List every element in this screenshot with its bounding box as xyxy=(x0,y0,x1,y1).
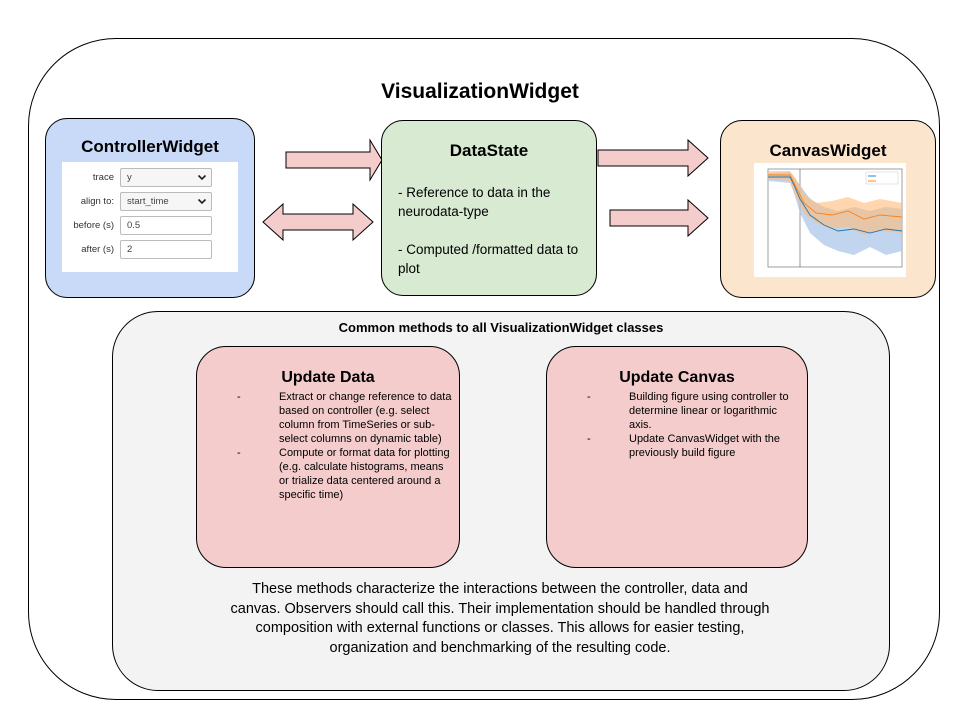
canvas-widget-title: CanvasWidget xyxy=(769,141,887,160)
update-data-title: Update Data xyxy=(281,369,375,386)
datastate-line-2: - Computed /formatted data to plot xyxy=(398,242,579,276)
arrow-datastate-to-canvas-top xyxy=(597,138,709,178)
trace-label: trace xyxy=(92,172,114,183)
update-canvas-box: Update Canvas -Building figure using con… xyxy=(546,346,808,568)
datastate-title: DataState xyxy=(449,141,529,160)
arrow-datastate-to-canvas-bottom xyxy=(609,198,709,238)
arrow-controller-to-datastate xyxy=(285,138,383,182)
after-input[interactable]: 2 xyxy=(120,240,212,259)
datastate-line-1: - Reference to data in the neurodata-typ… xyxy=(398,185,551,219)
trace-value: y xyxy=(127,172,132,183)
controller-panel: trace y align to: start_time before (s) … xyxy=(62,162,238,272)
after-value: 2 xyxy=(127,244,133,255)
align-select[interactable]: start_time xyxy=(120,192,212,211)
after-label: after (s) xyxy=(81,244,114,255)
before-label: before (s) xyxy=(73,220,114,231)
double-arrow-controller-datastate xyxy=(262,202,374,242)
list-item: -Compute or format data for plotting (e.… xyxy=(237,447,450,501)
before-input[interactable]: 0.5 xyxy=(120,216,212,235)
controller-widget-title: ControllerWidget xyxy=(81,137,219,156)
main-title: VisualizationWidget xyxy=(381,80,579,103)
list-item: -Extract or change reference to data bas… xyxy=(237,391,452,445)
align-value: start_time xyxy=(127,196,169,207)
after-row: after (s) 2 xyxy=(62,238,238,262)
list-item: -Building figure using controller to det… xyxy=(587,391,789,431)
update-data-bullets: -Extract or change reference to data bas… xyxy=(237,390,455,502)
before-value: 0.5 xyxy=(127,220,141,231)
canvas-plot-thumbnail xyxy=(754,163,906,277)
common-methods-title: Common methods to all VisualizationWidge… xyxy=(338,320,664,335)
update-canvas-bullets: -Building figure using controller to det… xyxy=(587,390,799,460)
update-canvas-title: Update Canvas xyxy=(619,369,735,386)
common-methods-description: These methods characterize the interacti… xyxy=(230,581,770,656)
chevron-down-icon xyxy=(197,198,207,205)
before-row: before (s) 0.5 xyxy=(62,214,238,238)
trace-row: trace y xyxy=(62,166,238,190)
list-item: -Update CanvasWidget with the previously… xyxy=(587,433,781,459)
datastate-box: DataState - Reference to data in the neu… xyxy=(381,120,597,296)
chevron-down-icon xyxy=(197,174,207,181)
align-row: align to: start_time xyxy=(62,190,238,214)
update-data-box: Update Data -Extract or change reference… xyxy=(196,346,460,568)
trace-select[interactable]: y xyxy=(120,168,212,187)
align-label: align to: xyxy=(80,196,114,207)
